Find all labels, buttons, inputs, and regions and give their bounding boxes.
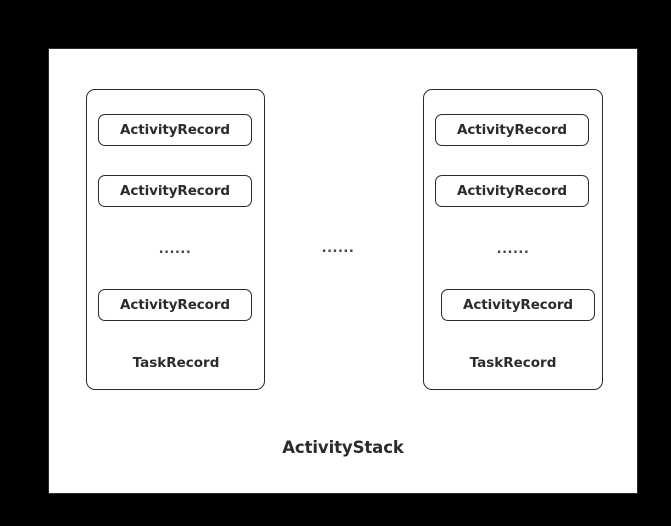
activity-record-box: ActivityRecord (98, 289, 252, 321)
task-record-label: TaskRecord (469, 355, 557, 371)
task-record-label: TaskRecord (132, 355, 220, 371)
activity-record-box: ActivityRecord (441, 289, 595, 321)
task-list-ellipsis: ...... (321, 241, 355, 256)
activity-record-box: ActivityRecord (98, 175, 252, 207)
activity-list-ellipsis: ...... (158, 242, 192, 257)
activity-list-ellipsis: ...... (496, 242, 530, 257)
activity-record-box: ActivityRecord (435, 114, 589, 146)
activity-record-box: ActivityRecord (98, 114, 252, 146)
activity-stack-title: ActivityStack (282, 438, 404, 457)
activity-record-box: ActivityRecord (435, 175, 589, 207)
